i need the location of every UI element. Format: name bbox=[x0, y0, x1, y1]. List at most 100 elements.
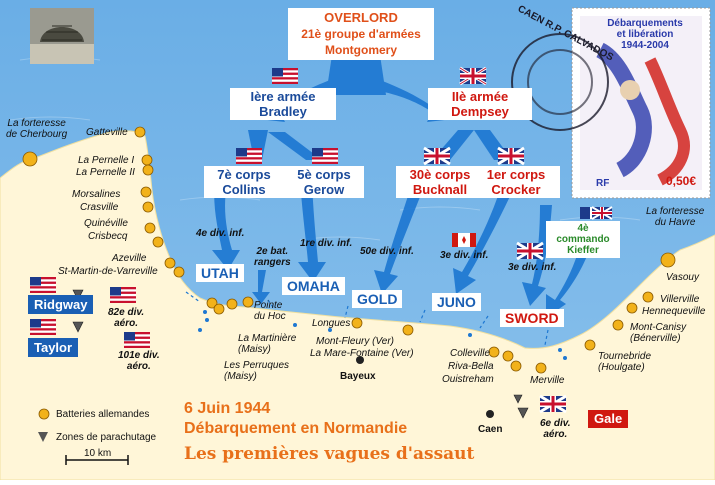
overlord-title: OVERLORD bbox=[324, 10, 398, 25]
label-rangers: 2e bat. rangers bbox=[254, 246, 291, 268]
title-date: 6 Juin 1944 bbox=[184, 400, 271, 417]
montcanisy-line1: Mont-Canisy bbox=[630, 322, 687, 333]
place-mont-fleury: Mont-Fleury (Ver) bbox=[316, 336, 394, 347]
tournebride-line1: Tournebride bbox=[598, 351, 652, 362]
cherbourg-line1: La forteresse bbox=[7, 118, 66, 129]
place-pernelle-2: La Pernelle II bbox=[76, 167, 135, 178]
label-4th-div: 4e div. inf. bbox=[196, 228, 245, 239]
corps-commander: Collins bbox=[222, 182, 266, 197]
general-taylor: Taylor bbox=[28, 338, 79, 357]
beach-limits bbox=[185, 291, 549, 346]
commando-leader: Kieffer bbox=[567, 245, 599, 256]
place-colleville: Colleville bbox=[450, 348, 491, 359]
uk-army-commander: Dempsey bbox=[451, 104, 509, 119]
d82-line1: 82e div. bbox=[108, 307, 145, 318]
rangers-line1: 2e bat. bbox=[256, 246, 289, 257]
place-merville: Merville bbox=[530, 375, 565, 386]
label-3rd-brit-div: 3e div. inf. bbox=[508, 262, 557, 273]
martiniere-line1: La Martinière bbox=[238, 333, 297, 344]
general-ridgway: Ridgway bbox=[28, 295, 94, 314]
place-mont-canisy: Mont-Canisy (Bénerville) bbox=[630, 322, 686, 344]
corps-name: 7è corps bbox=[217, 167, 271, 182]
us-army-name: Ière armée bbox=[250, 89, 316, 104]
us-first-army: Ière armée Bradley bbox=[230, 88, 336, 120]
place-pointe-du-hoc: Pointe du Hoc bbox=[254, 300, 286, 322]
d6-line1: 6e div. bbox=[540, 418, 571, 429]
corps-collins: 7è corps Collins bbox=[204, 166, 284, 198]
place-havre: La forteresse du Havre bbox=[646, 206, 704, 228]
d6-line2: aéro. bbox=[543, 429, 568, 440]
place-villerville: Villerville bbox=[660, 294, 700, 305]
label-101st-div: 101e div. aéro. bbox=[118, 350, 160, 372]
general-gale: Gale bbox=[588, 410, 629, 428]
pointe-line1: Pointe bbox=[254, 300, 283, 311]
corps-commander: Gerow bbox=[303, 182, 345, 197]
place-gatteville: Gatteville bbox=[86, 127, 128, 138]
place-crisbecq: Crisbecq bbox=[88, 231, 128, 242]
land bbox=[0, 130, 715, 481]
label-3rd-can-div: 3e div. inf. bbox=[440, 250, 489, 261]
label-1st-div: 1re div. inf. bbox=[300, 238, 353, 249]
commando-kieffer: 4è commando Kieffer bbox=[546, 221, 620, 258]
title-sub: Les premières vagues d'assaut bbox=[184, 444, 475, 464]
perruques-line1: Les Perruques bbox=[224, 360, 290, 371]
montgomery-label: Montgomery bbox=[325, 43, 397, 57]
uk-flags bbox=[423, 66, 613, 414]
martiniere-line2: (Maisy) bbox=[238, 344, 271, 355]
city-markers bbox=[356, 356, 494, 418]
uk-army-name: IIè armée bbox=[451, 89, 509, 104]
german-batteries bbox=[22, 126, 676, 374]
place-mare-fontaine: La Mare-Fontaine (Ver) bbox=[310, 348, 414, 359]
canada-flag bbox=[452, 233, 476, 247]
beach-juno: JUNO bbox=[432, 293, 481, 311]
us-flags bbox=[30, 68, 338, 348]
place-longues: Longues bbox=[312, 318, 351, 329]
rangers-line2: rangers bbox=[254, 257, 291, 268]
title-main: Débarquement en Normandie bbox=[184, 420, 408, 437]
army-group-label: 21è groupe d'armées bbox=[301, 27, 421, 41]
label-82nd-div: 82e div. aéro. bbox=[108, 307, 144, 329]
place-riva-bella: Riva-Bella bbox=[448, 361, 494, 372]
place-st-martin: St-Martin-de-Varreville bbox=[58, 266, 158, 277]
stamp bbox=[571, 7, 711, 199]
d101-line2: aéro. bbox=[126, 361, 151, 372]
place-les-perruques: Les Perruques (Maisy) bbox=[224, 360, 289, 382]
beach-utah: UTAH bbox=[196, 264, 244, 282]
corps-name: 1er corps bbox=[486, 167, 546, 182]
d101-line1: 101e div. bbox=[118, 350, 160, 361]
stamp-rf: RF bbox=[596, 178, 610, 189]
perruques-line2: (Maisy) bbox=[224, 371, 257, 382]
corps-commander: Crocker bbox=[491, 182, 541, 197]
corps-gerow: 5è corps Gerow bbox=[284, 166, 364, 198]
tournebride-line2: (Houlgate) bbox=[598, 362, 645, 373]
stamp-value: 0,50€ bbox=[666, 174, 697, 188]
havre-line2: du Havre bbox=[654, 217, 696, 228]
place-morsalines: Morsalines bbox=[72, 189, 121, 200]
scale-bar bbox=[65, 455, 129, 465]
beach-gold: GOLD bbox=[352, 290, 403, 308]
place-vasouy: Vasouy bbox=[666, 272, 699, 283]
d82-line2: aéro. bbox=[114, 318, 139, 329]
place-cherbourg: La forteresse de Cherbourg bbox=[6, 118, 67, 140]
overlord-header: OVERLORD 21è groupe d'armées Montgomery bbox=[288, 8, 434, 60]
helmet-photo bbox=[30, 8, 94, 64]
pointe-line2: du Hoc bbox=[254, 311, 286, 322]
place-caen: Caen bbox=[478, 424, 503, 435]
corps-bucknall: 30è corps Bucknall bbox=[396, 166, 484, 198]
stamp-years: 1944-2004 bbox=[621, 40, 669, 51]
label-6th-div: 6e div. aéro. bbox=[540, 418, 571, 440]
place-quineville: Quinéville bbox=[84, 218, 128, 229]
place-azeville: Azeville bbox=[112, 253, 147, 264]
legend-parachutage: Zones de parachutage bbox=[56, 432, 157, 443]
uk-second-army: IIè armée Dempsey bbox=[428, 88, 532, 120]
place-la-martiniere: La Martinière (Maisy) bbox=[238, 333, 296, 355]
coastal-dots bbox=[198, 310, 567, 360]
havre-line1: La forteresse bbox=[646, 206, 705, 217]
cherbourg-line2: de Cherbourg bbox=[6, 129, 68, 140]
stamp-title-line2: et libération bbox=[616, 29, 674, 40]
commando-name: 4è commando bbox=[556, 223, 610, 245]
beach-omaha: OMAHA bbox=[282, 277, 345, 295]
us-army-commander: Bradley bbox=[259, 104, 307, 119]
beach-sword: SWORD bbox=[500, 309, 564, 327]
